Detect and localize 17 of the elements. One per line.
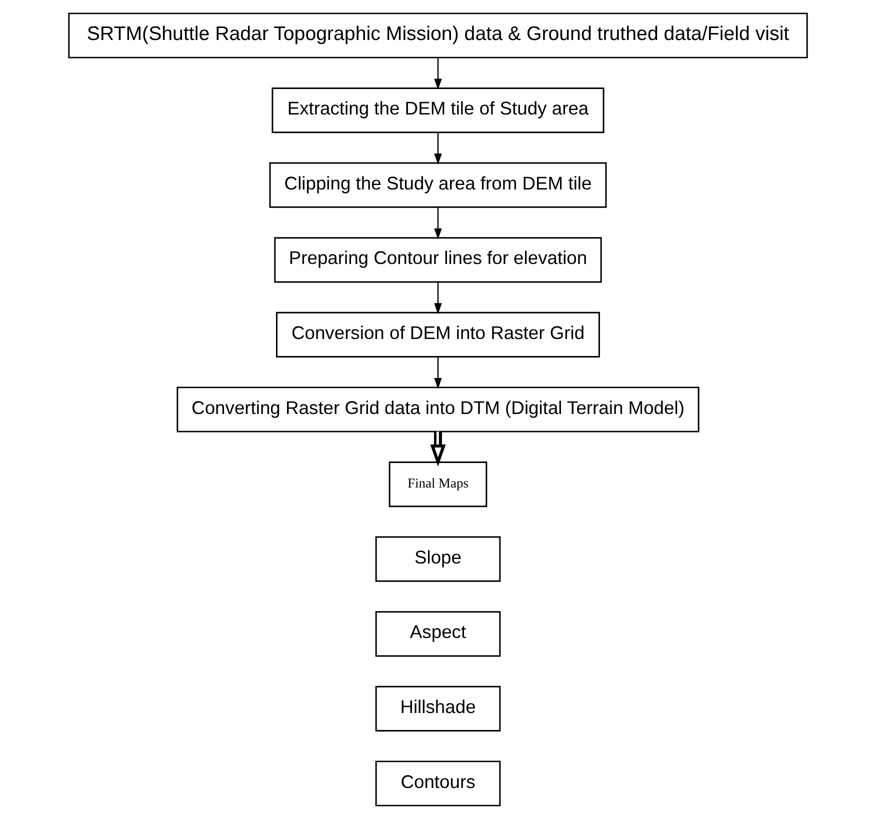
node-box: Extracting the DEM tile of Study area [271,88,604,134]
arrow [434,132,442,165]
node-box: Conversion of DEM into Raster Grid [276,312,600,358]
node-box: SRTM(Shuttle Radar Topographic Mission) data & Ground truthed data/Field visit [68,12,808,58]
node-box: Aspect [374,611,500,657]
node-box: Clipping the Study area from DEM tile [268,162,606,208]
node-box: Preparing Contour lines for elevation [274,237,602,283]
arrow [434,356,442,389]
node-box: Slope [374,536,500,582]
node-box: Final Maps [388,462,487,508]
arrow [434,207,442,240]
arrow [434,282,442,314]
arrow [434,58,442,90]
node-box: Contours [374,760,500,806]
node-box: Hillshade [374,686,500,732]
arrow [430,432,446,467]
node-box: Converting Raster Grid data into DTM (Digital Terrain Model) [176,386,699,432]
